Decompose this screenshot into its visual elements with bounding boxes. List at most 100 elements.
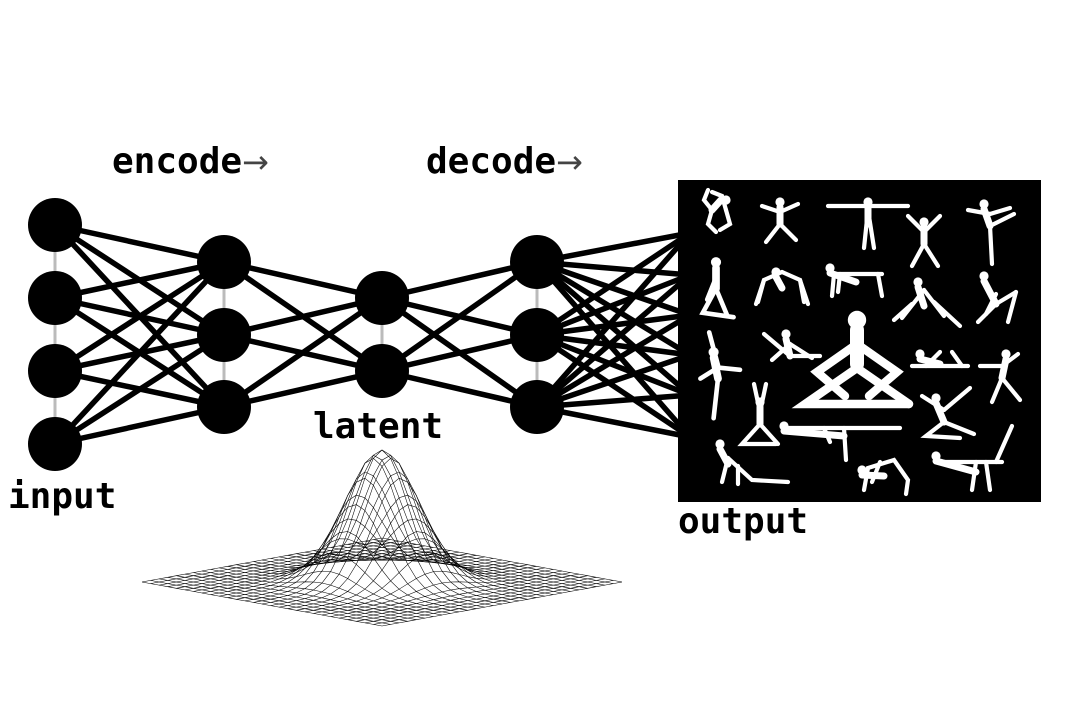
mesh-line (339, 573, 580, 619)
decoder-node (510, 235, 564, 289)
yoga-figure (698, 330, 743, 421)
network-edge (379, 259, 540, 374)
mesh-line (201, 570, 443, 616)
mesh-line (347, 544, 588, 589)
mesh-line (296, 531, 537, 611)
yoga-figure (909, 349, 971, 369)
output-edge (534, 259, 693, 398)
mesh-line (219, 554, 460, 613)
mesh-line (227, 531, 468, 611)
mesh-line (330, 572, 571, 617)
input-node (28, 271, 82, 325)
mesh-line (347, 575, 588, 620)
mesh-line (381, 581, 623, 627)
network-edge (52, 259, 227, 447)
yoga-figure (825, 263, 885, 299)
mesh-line (313, 569, 554, 614)
decoder-node (510, 380, 564, 434)
yoga-figure (905, 213, 943, 269)
mesh-line (193, 572, 434, 617)
mesh-line (236, 504, 477, 609)
mesh-line (339, 545, 580, 591)
mesh-line (270, 454, 511, 603)
latent-label: latent (313, 406, 443, 447)
yoga-figure (857, 457, 911, 497)
output-label: output (678, 501, 808, 542)
mesh-line (176, 544, 417, 589)
yoga-figure (825, 197, 911, 251)
network-edge (221, 295, 385, 410)
yoga-figure (791, 310, 914, 409)
encoder-node (197, 235, 251, 289)
network-edges (52, 222, 693, 447)
yoga-figure (761, 329, 823, 363)
decoder-node (510, 308, 564, 362)
yoga-figure (779, 421, 903, 463)
encoder-node (197, 308, 251, 362)
yoga-figure (931, 423, 1015, 493)
network-nodes (28, 198, 564, 471)
yoga-figure (977, 349, 1023, 405)
output-edge (534, 259, 693, 440)
mesh-line (356, 577, 597, 622)
output-edge (534, 272, 693, 410)
output-edge (534, 230, 693, 410)
network-edge (221, 259, 385, 301)
latent-gaussian-plot (141, 449, 623, 627)
mesh-line (373, 580, 614, 625)
mesh-line (141, 581, 383, 627)
network-edge (52, 222, 227, 265)
yoga-figure (759, 197, 801, 245)
yoga-figure (975, 271, 1019, 325)
network-edge (221, 368, 385, 410)
yoga-figure (965, 199, 1017, 267)
output-edge (534, 259, 693, 358)
output-edge (534, 312, 693, 410)
mesh-line (244, 477, 485, 608)
mesh-line (287, 504, 528, 609)
yoga-figure (715, 439, 791, 487)
yoga-figure (701, 187, 733, 235)
yoga-figure (919, 385, 977, 441)
mesh-line (321, 570, 563, 616)
mesh-line (304, 554, 545, 613)
network-edge (52, 259, 227, 374)
output-edge (534, 230, 693, 338)
encode-arrow-icon: → (242, 143, 269, 181)
yoga-figure (737, 381, 781, 447)
encode-label: encode→ (112, 141, 269, 182)
mesh-line (261, 449, 503, 605)
mesh-line (184, 545, 425, 591)
mesh-line (159, 578, 400, 624)
mesh-line (364, 578, 605, 624)
network-edge (221, 295, 385, 338)
yoga-figure (891, 277, 963, 329)
mesh-line (150, 580, 391, 625)
input-node (28, 344, 82, 398)
output-edge (534, 332, 693, 398)
input-node (28, 198, 82, 252)
decode-label: decode→ (426, 141, 583, 182)
mesh-line (176, 575, 417, 620)
mesh-line (253, 454, 494, 603)
output-panel (678, 180, 1041, 502)
network-edge (52, 259, 227, 301)
mesh-line (210, 569, 451, 614)
latent-node (355, 344, 409, 398)
input-label: input (8, 476, 116, 517)
encoder-node (197, 380, 251, 434)
latent-node (355, 271, 409, 325)
network-edge (52, 332, 227, 447)
mesh-line (279, 477, 520, 608)
network-edge (52, 404, 227, 447)
output-edge (534, 272, 693, 338)
output-edge (534, 332, 693, 440)
mesh-line (270, 457, 511, 606)
yoga-figure (753, 267, 811, 307)
layer-connectors (53, 225, 539, 444)
mesh-line (253, 457, 494, 606)
input-node (28, 417, 82, 471)
mesh-line (167, 577, 408, 622)
yoga-figure (699, 257, 736, 320)
